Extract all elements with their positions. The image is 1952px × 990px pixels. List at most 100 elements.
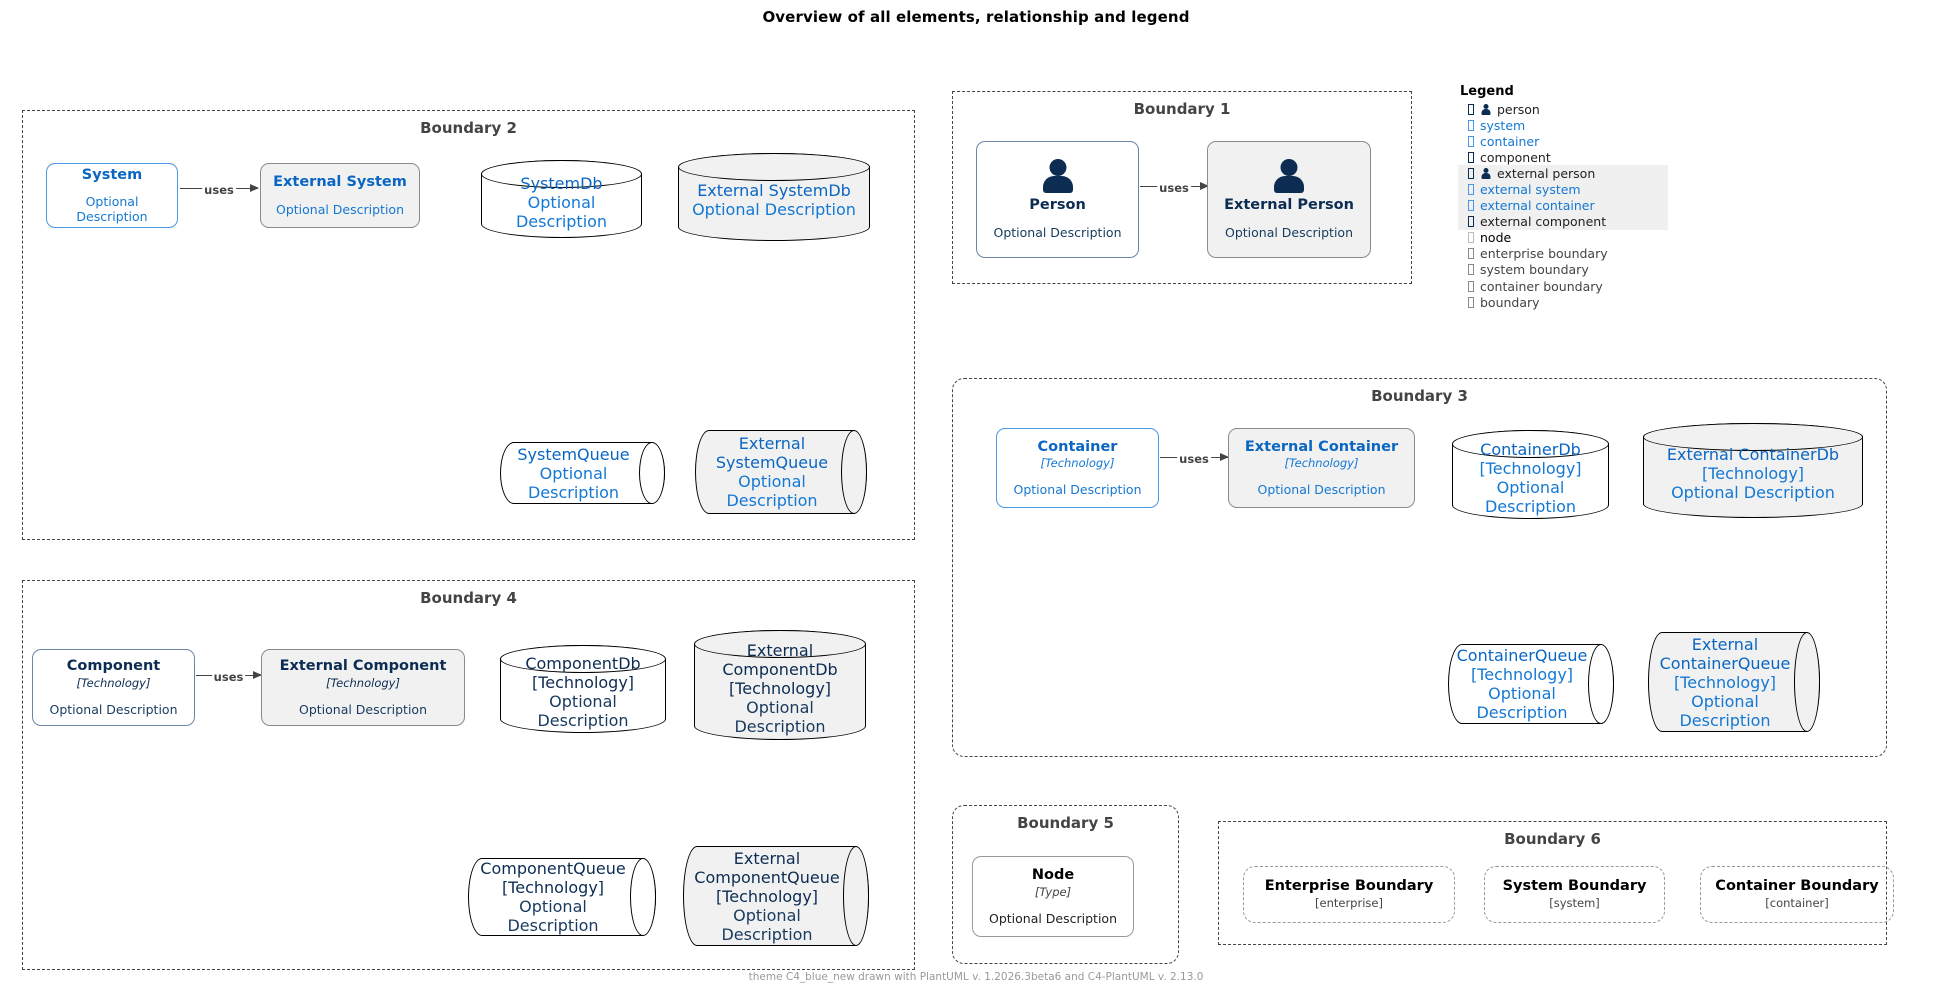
element-node-type: [Type]	[1034, 884, 1072, 899]
element-enterprise-boundary-name: Enterprise Boundary	[1264, 878, 1434, 895]
page-title: Overview of all elements, relationship a…	[762, 8, 1190, 26]
legend-item-system-boundary: system boundary	[1458, 262, 1668, 278]
element-external-component-db-desc: Optional Description	[734, 697, 826, 736]
element-external-component-queue-name-line1: External	[733, 848, 801, 868]
legend-swatch-icon	[1468, 103, 1474, 115]
element-external-system-queue-name-line2: SystemQueue	[715, 453, 829, 472]
element-external-system[interactable]: External System Optional Description	[260, 163, 420, 228]
element-external-component-tech: [Technology]	[326, 675, 400, 690]
boundary-1[interactable]: Boundary 1	[952, 91, 1412, 284]
element-external-component-name: External Component	[279, 658, 447, 675]
element-container-db[interactable]: ContainerDb [Technology] Optional Descri…	[1451, 429, 1609, 519]
boundary-4[interactable]: Boundary 4	[22, 580, 915, 970]
element-external-component-queue-name-line2: ComponentQueue	[694, 867, 840, 887]
element-external-container-db-tech: [Technology]	[1701, 464, 1805, 483]
legend-swatch-icon	[1468, 248, 1474, 260]
element-external-container-queue[interactable]: External ContainerQueue [Technology] Opt…	[1648, 631, 1821, 732]
legend-item-label: person	[1497, 101, 1540, 117]
element-system-queue-desc: Optional Description	[527, 463, 620, 502]
legend-item-system: system	[1458, 117, 1668, 133]
element-external-component[interactable]: External Component [Technology] Optional…	[261, 649, 465, 726]
element-system-name: System	[81, 166, 143, 183]
element-external-container-name: External Container	[1244, 438, 1399, 455]
element-external-container[interactable]: External Container [Technology] Optional…	[1228, 428, 1415, 508]
element-container[interactable]: Container [Technology] Optional Descript…	[996, 428, 1159, 508]
element-system-boundary[interactable]: System Boundary [system]	[1484, 866, 1665, 923]
element-external-component-queue[interactable]: External ComponentQueue [Technology] Opt…	[683, 845, 870, 946]
element-container-boundary[interactable]: Container Boundary [container]	[1700, 866, 1894, 923]
legend-item-label: system	[1480, 117, 1526, 133]
element-external-system-queue-name-line1: External	[738, 434, 806, 453]
legend-item-label: component	[1480, 149, 1551, 165]
element-system-db-name: SystemDb	[520, 173, 603, 193]
element-external-system-queue-desc: Optional Description	[726, 472, 818, 510]
boundary-6[interactable]: Boundary 6	[1218, 821, 1887, 945]
boundary-2-label: Boundary 2	[420, 119, 517, 137]
element-enterprise-boundary-type: [enterprise]	[1315, 895, 1383, 910]
element-system-db[interactable]: SystemDb Optional Description	[480, 159, 642, 238]
boundary-3[interactable]: Boundary 3	[952, 378, 1887, 757]
legend-swatch-icon	[1468, 296, 1474, 308]
element-container-desc: Optional Description	[1013, 482, 1142, 498]
legend-item-label: external system	[1480, 182, 1581, 198]
element-external-container-queue-desc: Optional Description	[1679, 691, 1771, 730]
element-component-db-name: ComponentDb	[525, 654, 641, 673]
element-container-queue-name: ContainerQueue	[1456, 646, 1588, 665]
element-system[interactable]: System Optional Description	[46, 163, 178, 228]
element-external-component-queue-desc: Optional Description	[721, 905, 813, 944]
element-person[interactable]: Person Optional Description	[976, 141, 1139, 258]
element-external-container-desc: Optional Description	[1257, 482, 1386, 498]
legend-item-boundary: boundary	[1458, 294, 1668, 310]
element-external-container-db[interactable]: External ContainerDb [Technology] Option…	[1642, 422, 1863, 518]
element-system-queue-name: SystemQueue	[517, 444, 630, 464]
legend-item-label: external person	[1497, 165, 1596, 181]
legend-item-external-component: external component	[1458, 213, 1668, 230]
legend-swatch-icon	[1468, 184, 1474, 196]
legend-person-icon	[1480, 167, 1491, 179]
element-external-person-desc: Optional Description	[1224, 224, 1353, 240]
element-external-system-desc: Optional Description	[275, 201, 404, 217]
boundary-3-label: Boundary 3	[1371, 387, 1468, 405]
boundary-2[interactable]: Boundary 2	[22, 110, 915, 540]
element-component-name: Component	[66, 658, 161, 675]
boundary-1-label: Boundary 1	[1133, 100, 1231, 118]
element-node[interactable]: Node [Type] Optional Description	[972, 856, 1134, 937]
element-container-tech: [Technology]	[1040, 456, 1115, 471]
element-container-db-name: ContainerDb	[1480, 439, 1581, 459]
legend-swatch-icon	[1468, 232, 1474, 244]
element-component-queue-desc: Optional Description	[507, 897, 599, 935]
legend-item-label: external container	[1480, 198, 1595, 214]
element-component-queue[interactable]: ComponentQueue [Technology] Optional Des…	[468, 857, 657, 936]
element-container-queue-tech: [Technology]	[1470, 665, 1574, 684]
legend-swatch-icon	[1468, 119, 1474, 131]
boundary-5[interactable]: Boundary 5	[952, 805, 1179, 964]
element-container-queue-desc: Optional Description	[1476, 684, 1568, 722]
element-component[interactable]: Component [Technology] Optional Descript…	[32, 649, 195, 726]
element-external-component-db-tech: [Technology]	[728, 678, 832, 698]
element-external-component-db-name-line1: External	[746, 640, 814, 660]
element-external-component-db[interactable]: External ComponentDb [Technology] Option…	[693, 629, 866, 740]
element-component-tech: [Technology]	[76, 675, 151, 690]
person-icon	[1037, 159, 1079, 194]
element-external-system-db[interactable]: External SystemDb Optional Description	[677, 152, 870, 241]
legend-item-enterprise-boundary: enterprise boundary	[1458, 246, 1668, 262]
element-container-queue[interactable]: ContainerQueue [Technology] Optional Des…	[1448, 643, 1615, 724]
element-external-person[interactable]: External Person Optional Description	[1207, 141, 1371, 258]
cylinder-top-icon	[677, 152, 870, 181]
element-external-container-queue-name-line2: ContainerQueue	[1659, 653, 1791, 673]
element-component-db[interactable]: ComponentDb [Technology] Optional Descri…	[499, 644, 666, 733]
element-person-desc: Optional Description	[993, 224, 1122, 240]
element-enterprise-boundary[interactable]: Enterprise Boundary [enterprise]	[1243, 866, 1455, 923]
legend-swatch-icon	[1468, 264, 1474, 276]
element-external-system-name: External System	[273, 174, 407, 191]
element-external-component-queue-tech: [Technology]	[715, 886, 819, 906]
element-system-boundary-name: System Boundary	[1502, 878, 1647, 895]
legend-item-label: container	[1480, 133, 1540, 149]
legend-item-node: node	[1458, 230, 1668, 246]
element-system-queue[interactable]: SystemQueue Optional Description	[500, 441, 666, 504]
element-external-system-queue[interactable]: External SystemQueue Optional Descriptio…	[695, 429, 868, 514]
element-component-queue-tech: [Technology]	[501, 878, 605, 897]
